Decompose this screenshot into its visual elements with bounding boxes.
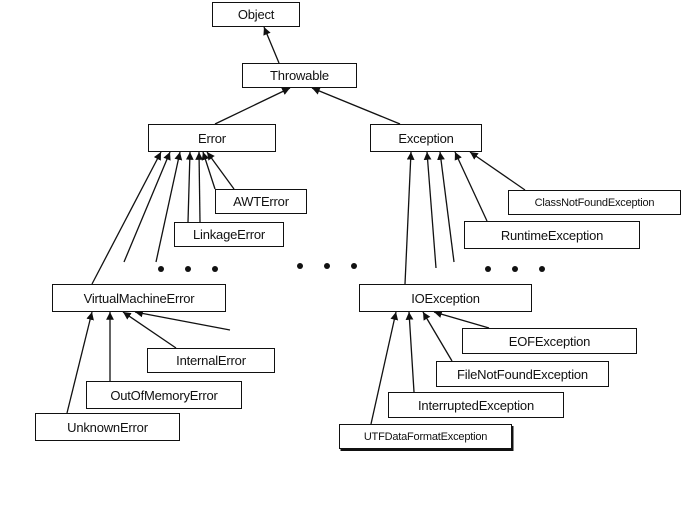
- edge-eof-ioexception: [433, 310, 490, 329]
- edge-classnotfound-exception: [469, 151, 526, 191]
- edge-dots1-error: [123, 151, 171, 263]
- node-outofmemoryerror: OutOfMemoryError: [86, 381, 242, 409]
- ellipsis-dot: [512, 266, 518, 272]
- node-runtimeexception: RuntimeException: [464, 221, 640, 249]
- node-error: Error: [148, 124, 276, 152]
- node-filenotfoundexception: FileNotFoundException: [436, 361, 609, 387]
- edge-exception-throwable: [311, 87, 401, 125]
- node-throwable: Throwable: [242, 63, 357, 88]
- node-internalerror: InternalError: [147, 348, 275, 373]
- edge-linkage-error: [195, 151, 204, 223]
- node-object: Object: [212, 2, 300, 27]
- ellipsis-dot: [158, 266, 164, 272]
- ellipsis-dot: [212, 266, 218, 272]
- node-linkageerror: LinkageError: [174, 222, 284, 247]
- edge-vme-error: [91, 151, 162, 285]
- edge-dots2-error: [155, 151, 183, 263]
- edge-more-vme: [134, 309, 231, 331]
- edge-runtime-exception: [454, 151, 488, 222]
- ellipsis-dot: [485, 266, 491, 272]
- ellipsis-exception-subclasses: [485, 266, 545, 272]
- ellipsis-dot: [324, 263, 330, 269]
- node-awterror: AWTError: [215, 189, 307, 214]
- edge-unknown-vme: [66, 311, 94, 414]
- edge-more-error: [201, 151, 216, 190]
- edge-error-throwable: [214, 87, 291, 125]
- node-virtualmachineerror: VirtualMachineError: [52, 284, 226, 312]
- edge-internal-vme: [122, 311, 177, 349]
- edge-dots3-error: [185, 151, 194, 223]
- edge-dotsb-exception: [437, 151, 455, 263]
- ellipsis-dot: [539, 266, 545, 272]
- ellipsis-dot: [297, 263, 303, 269]
- node-interruptedexception: InterruptedException: [388, 392, 564, 418]
- node-ioexception: IOException: [359, 284, 532, 312]
- edge-filenotfound-ioexception: [422, 311, 453, 362]
- ellipsis-dot: [351, 263, 357, 269]
- edge-utf-ioexception: [370, 311, 399, 425]
- node-exception: Exception: [370, 124, 482, 152]
- ellipsis-error-subclasses: [158, 266, 218, 272]
- node-classnotfoundexception: ClassNotFoundException: [508, 190, 681, 215]
- edge-interrupted-ioexception: [405, 311, 415, 393]
- node-eofexception: EOFException: [462, 328, 637, 354]
- edge-throwable-object: [263, 26, 280, 64]
- edge-awterror-error: [206, 151, 235, 190]
- ellipsis-middle: [297, 263, 357, 269]
- edge-dotsa-exception: [423, 151, 437, 269]
- edge-ioexception-exception: [404, 151, 415, 285]
- node-utfdataformatexception: UTFDataFormatException: [339, 424, 512, 449]
- node-unknownerror: UnknownError: [35, 413, 180, 441]
- ellipsis-dot: [185, 266, 191, 272]
